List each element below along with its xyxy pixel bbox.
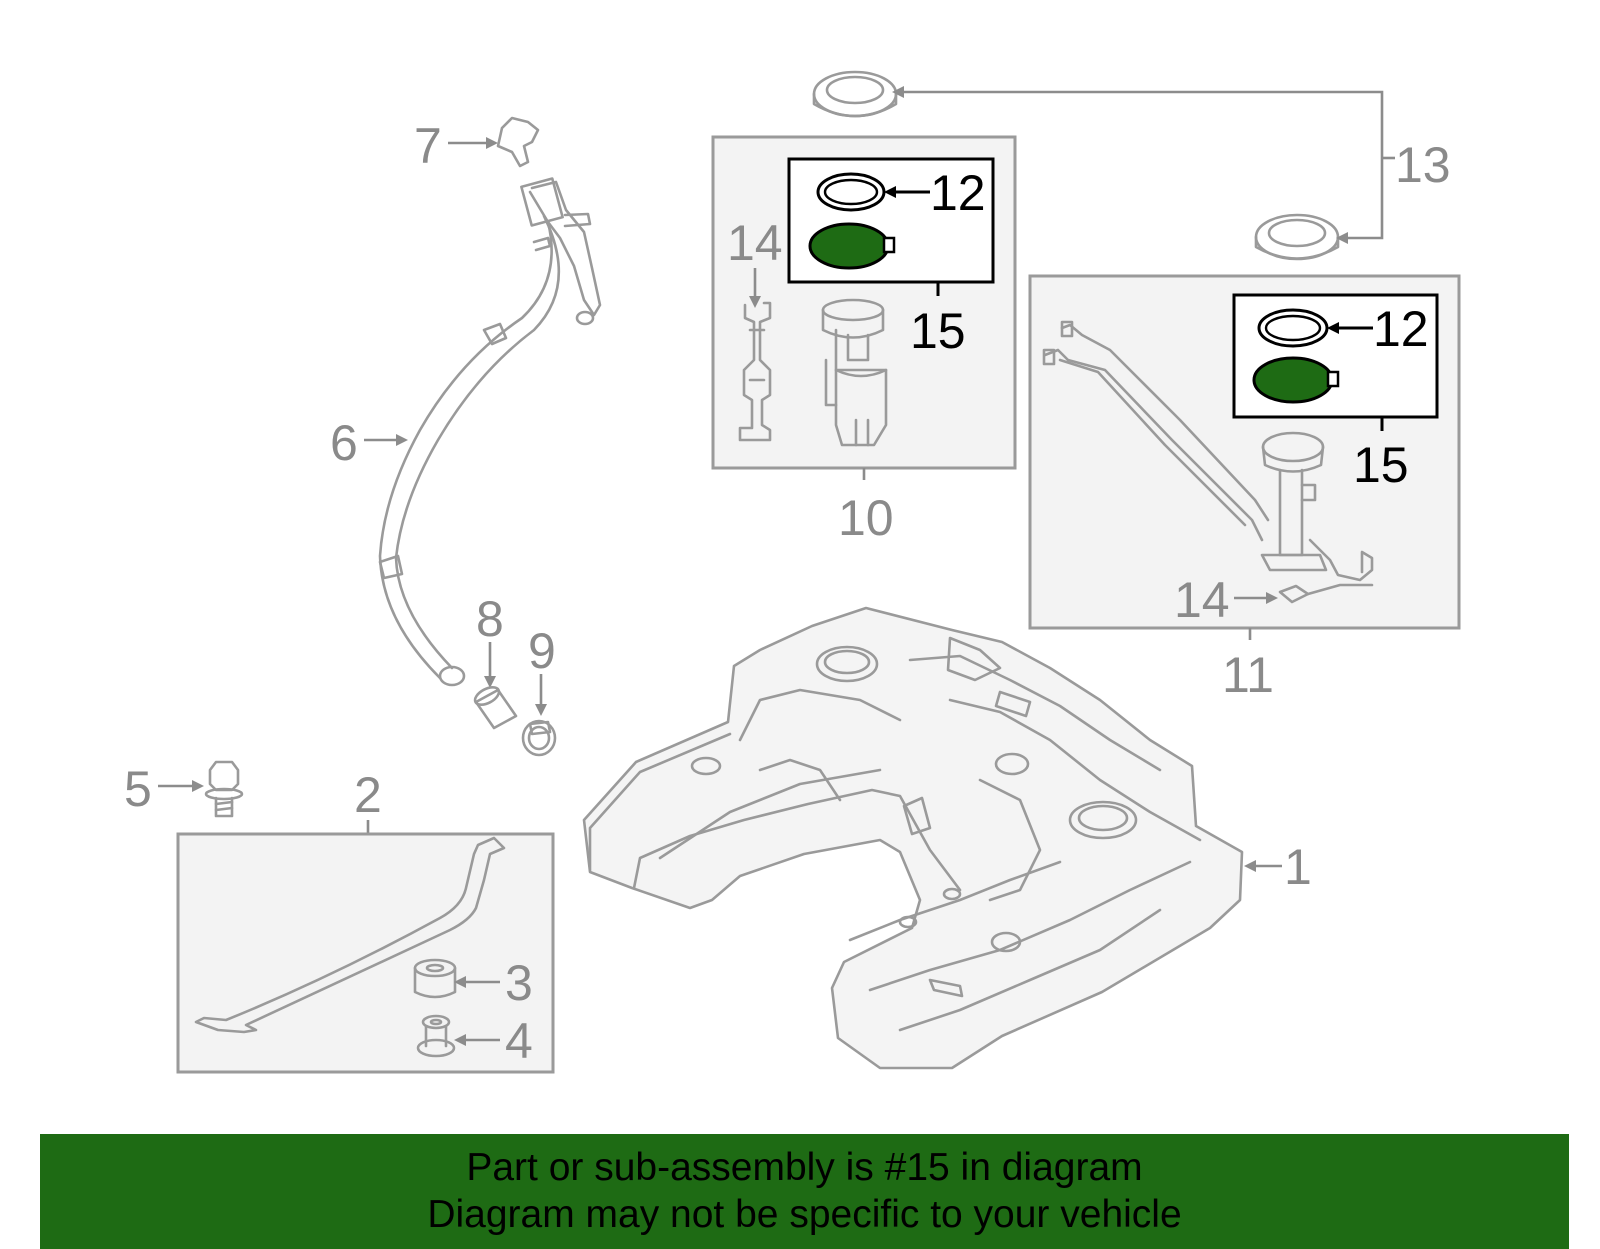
hose-8 — [473, 686, 518, 730]
callout-12-right: 12 — [1373, 301, 1429, 357]
callout-12-left: 12 — [930, 165, 986, 221]
grommet-4 — [416, 1014, 456, 1058]
lock-ring-15-left — [808, 222, 890, 270]
clamp-9 — [521, 719, 557, 757]
callout-5: 5 — [124, 761, 152, 817]
notice-banner: Part or sub-assembly is #15 in diagram D… — [40, 1134, 1569, 1249]
filler-pipe-6 — [530, 180, 602, 317]
pump-port-rear — [1068, 800, 1138, 840]
callout-1: 1 — [1284, 839, 1312, 895]
callout-13: 13 — [1395, 137, 1451, 193]
fuel-pump-11 — [1060, 323, 1270, 522]
callout-10: 10 — [838, 490, 894, 546]
strap-2-box — [176, 832, 555, 1074]
insulator-3 — [413, 958, 457, 999]
callout-4: 4 — [505, 1013, 533, 1069]
callout-7: 7 — [414, 118, 442, 174]
fuel-tank-1 — [582, 606, 1244, 1070]
callout-2: 2 — [354, 767, 382, 823]
callout-15-right: 15 — [1353, 437, 1409, 493]
callout-11: 11 — [1222, 647, 1274, 703]
callout-3: 3 — [505, 955, 533, 1011]
arrow-head — [884, 186, 896, 198]
bolt-5 — [204, 760, 244, 818]
tank-strap-2 — [194, 836, 506, 1034]
banner-line-1: Part or sub-assembly is #15 in diagram — [466, 1146, 1143, 1189]
sender-bracket-14-left — [738, 301, 772, 442]
banner-line-2: Diagram may not be specific to your vehi… — [427, 1193, 1182, 1236]
callout-8: 8 — [476, 591, 504, 647]
callout-9: 9 — [528, 623, 556, 679]
pump-port-front — [815, 645, 879, 683]
callout-15-left: 15 — [910, 303, 966, 359]
fuel-cap-7 — [496, 116, 540, 168]
callout-14-left: 14 — [727, 215, 783, 271]
callout-14-right: 14 — [1174, 572, 1230, 628]
callout-6: 6 — [330, 415, 358, 471]
lock-ring-15-right — [1252, 356, 1334, 404]
